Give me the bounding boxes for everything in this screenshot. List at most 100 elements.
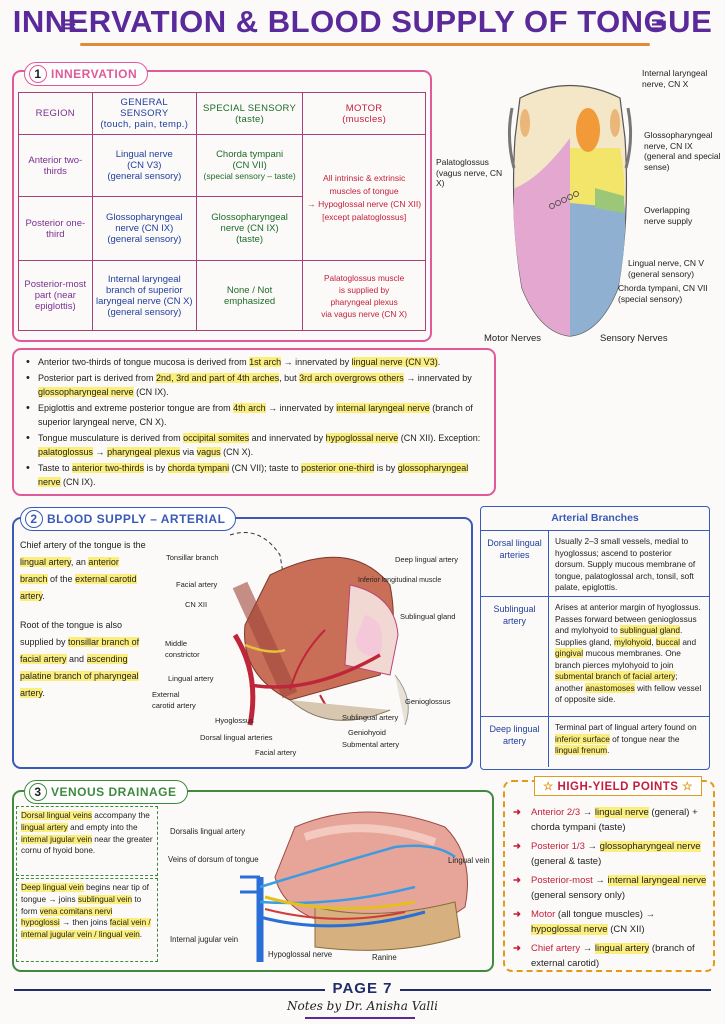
label-hypoglossal-nerve: Hypoglossal nerve [268,950,333,959]
section-title: VENOUS DRAINAGE [51,785,177,799]
label-submental-artery: Submental artery [342,740,400,749]
innervation-section [12,70,432,342]
arterial-text: Chief artery of the tongue is the lingua… [20,537,148,702]
general-cell: Lingual nerve(CN V3)(general sensory) [91,134,197,197]
branch-desc: Usually 2–3 small vessels, medial to hyo… [555,536,696,592]
list-item: Anterior two-thirds of tongue mucosa is … [24,355,484,370]
page-number: PAGE 7 [0,980,725,997]
branch-name: Deep lingual artery [481,717,549,767]
venous-diagram [240,811,468,962]
section-title: BLOOD SUPPLY – ARTERIAL [47,512,226,526]
author-underline [305,1017,415,1019]
header-special: SPECIAL SENSORY(taste) [195,92,304,135]
page-title: INNERVATION & BLOOD SUPPLY OF TONGUE [12,4,713,39]
arterial-diagram [229,532,409,726]
title-underline [80,43,650,46]
list-item: ➜Motor (all tongue muscles) → hypoglossa… [513,909,656,935]
list-item: ➜Anterior 2/3 → lingual nerve (general) … [513,807,698,833]
label-glossopharyngeal: Glossopharyngeal nerve, CN IX (general a… [644,130,721,172]
table-header-row: REGION GENERAL SENSORY(touch, pain, temp… [18,92,426,135]
label-dorsalis-lingual-artery: Dorsalis lingual artery [170,827,245,836]
list-item: Taste to anterior two-thirds is by chord… [24,461,484,490]
label-inferior-longitudinal: Inferior longitudinal muscle [358,577,442,584]
list-item: Tongue musculature is derived from occip… [24,431,484,460]
tongue-innervation-diagram [507,85,633,337]
innervation-notes: Anterior two-thirds of tongue mucosa is … [12,348,496,496]
label-chorda-tympani: Chorda tympani, CN VII (special sensory) [618,283,708,304]
table-row: Sublingual artery Arises at anterior mar… [481,597,709,717]
label-veins-dorsum: Veins of dorsum of tongue [168,855,259,864]
branch-name: Dorsal lingual arteries [481,531,549,596]
label-lingual-vein: Lingual vein [448,856,490,865]
header-general: GENERAL SENSORY(touch, pain, temp.) [91,92,197,135]
special-cell: Chorda tympani(CN VII)(special sensory –… [195,134,304,197]
high-yield-box: ➜Anterior 2/3 → lingual nerve (general) … [503,780,715,972]
label-middle-constrictor: Middle constrictor [165,639,200,659]
label-internal-laryngeal: Internal laryngeal nerve, CN X [642,68,708,89]
header-motor: MOTOR(muscles) [302,92,426,135]
arterial-heading: 2 BLOOD SUPPLY – ARTERIAL [20,507,237,531]
arrow-icon: ➜ [513,875,521,886]
label-sublingual-gland: Sublingual gland [400,612,456,621]
innervation-table: REGION GENERAL SENSORY(touch, pain, temp… [18,92,426,331]
branch-desc: Arises at anterior margin of hyoglossus.… [555,602,702,704]
arrow-icon: ➜ [513,807,521,818]
branch-desc: Terminal part of lingual artery found on… [555,722,697,755]
list-item: Epiglottis and extreme posterior tongue … [24,401,484,430]
table-row: Posterior-most part (near epiglottis) In… [18,260,426,331]
label-genioglossus: Genioglossus [405,697,451,706]
author-credit: Notes by Dr. Anisha Valli [287,999,438,1013]
header-region: REGION [18,92,93,135]
star-icon: ☆ [682,781,693,793]
label-hyoglossus: Hyoglossus [215,716,254,725]
region-cell: Anterior two-thirds [18,134,93,197]
high-yield-heading: ☆ HIGH-YIELD POINTS ☆ [534,776,702,796]
arterial-branches-heading: Arterial Branches [481,507,709,531]
label-motor-nerves: Motor Nerves [484,333,542,344]
label-palatoglossus: Palatoglossus (vagus nerve, CN X) [436,157,503,188]
list-item: ➜Posterior 1/3 → glossopharyngeal nerve … [513,841,701,867]
arrow-icon: ➜ [513,909,521,920]
label-geniohyoid: Geniohyoid [348,728,386,737]
list-item: ➜Chief artery → lingual artery (branch o… [513,943,695,969]
arterial-paragraph-1: Chief artery of the tongue is the lingua… [20,540,146,601]
list-item: Posterior part is derived from 2nd, 3rd … [24,371,484,400]
section-number: 1 [29,65,47,83]
section-number: 3 [29,783,47,801]
label-facial-artery-top: Facial artery [176,580,218,589]
label-internal-jugular-vein: Internal jugular vein [170,935,239,944]
label-ranine: Ranine [372,953,397,962]
label-dorsal-lingual-arteries: Dorsal lingual arteries [200,733,273,742]
venous-box-deep: Deep lingual vein begins near tip of ton… [16,878,158,962]
title-deco-left: ≡ [62,14,78,35]
region-cell: Posterior one-third [18,196,93,261]
list-item: ➜Posterior-most → internal laryngeal ner… [513,875,707,901]
arrow-icon: ➜ [513,841,521,852]
section-title: INNERVATION [51,67,138,81]
table-row: Dorsal lingual arteries Usually 2–3 smal… [481,531,709,597]
label-tonsillar-branch: Tonsillar branch [166,553,219,562]
table-row: Deep lingual artery Terminal part of lin… [481,717,709,767]
label-lingual-nerve: Lingual nerve, CN V (general sensory) [628,258,705,279]
venous-box-dorsal: Dorsal lingual veins accompany the lingu… [16,806,158,876]
region-cell: Posterior-most part (near epiglottis) [18,260,93,331]
arrow-icon: ➜ [513,943,521,954]
title-deco-right: ≡ [650,14,666,35]
branch-name: Sublingual artery [481,597,549,716]
section-number: 2 [25,510,43,528]
label-sublingual-artery: Sublingual artery [342,713,399,722]
innervation-heading: 1 INNERVATION [24,62,149,86]
label-deep-lingual-artery: Deep lingual artery [395,555,458,564]
label-cn-xii: CN XII [185,600,208,609]
label-sensory-nerves: Sensory Nerves [600,333,668,344]
label-external-carotid: External carotid artery [152,690,196,710]
venous-heading: 3 VENOUS DRAINAGE [24,780,188,804]
label-facial-artery-bottom: Facial artery [255,748,297,757]
